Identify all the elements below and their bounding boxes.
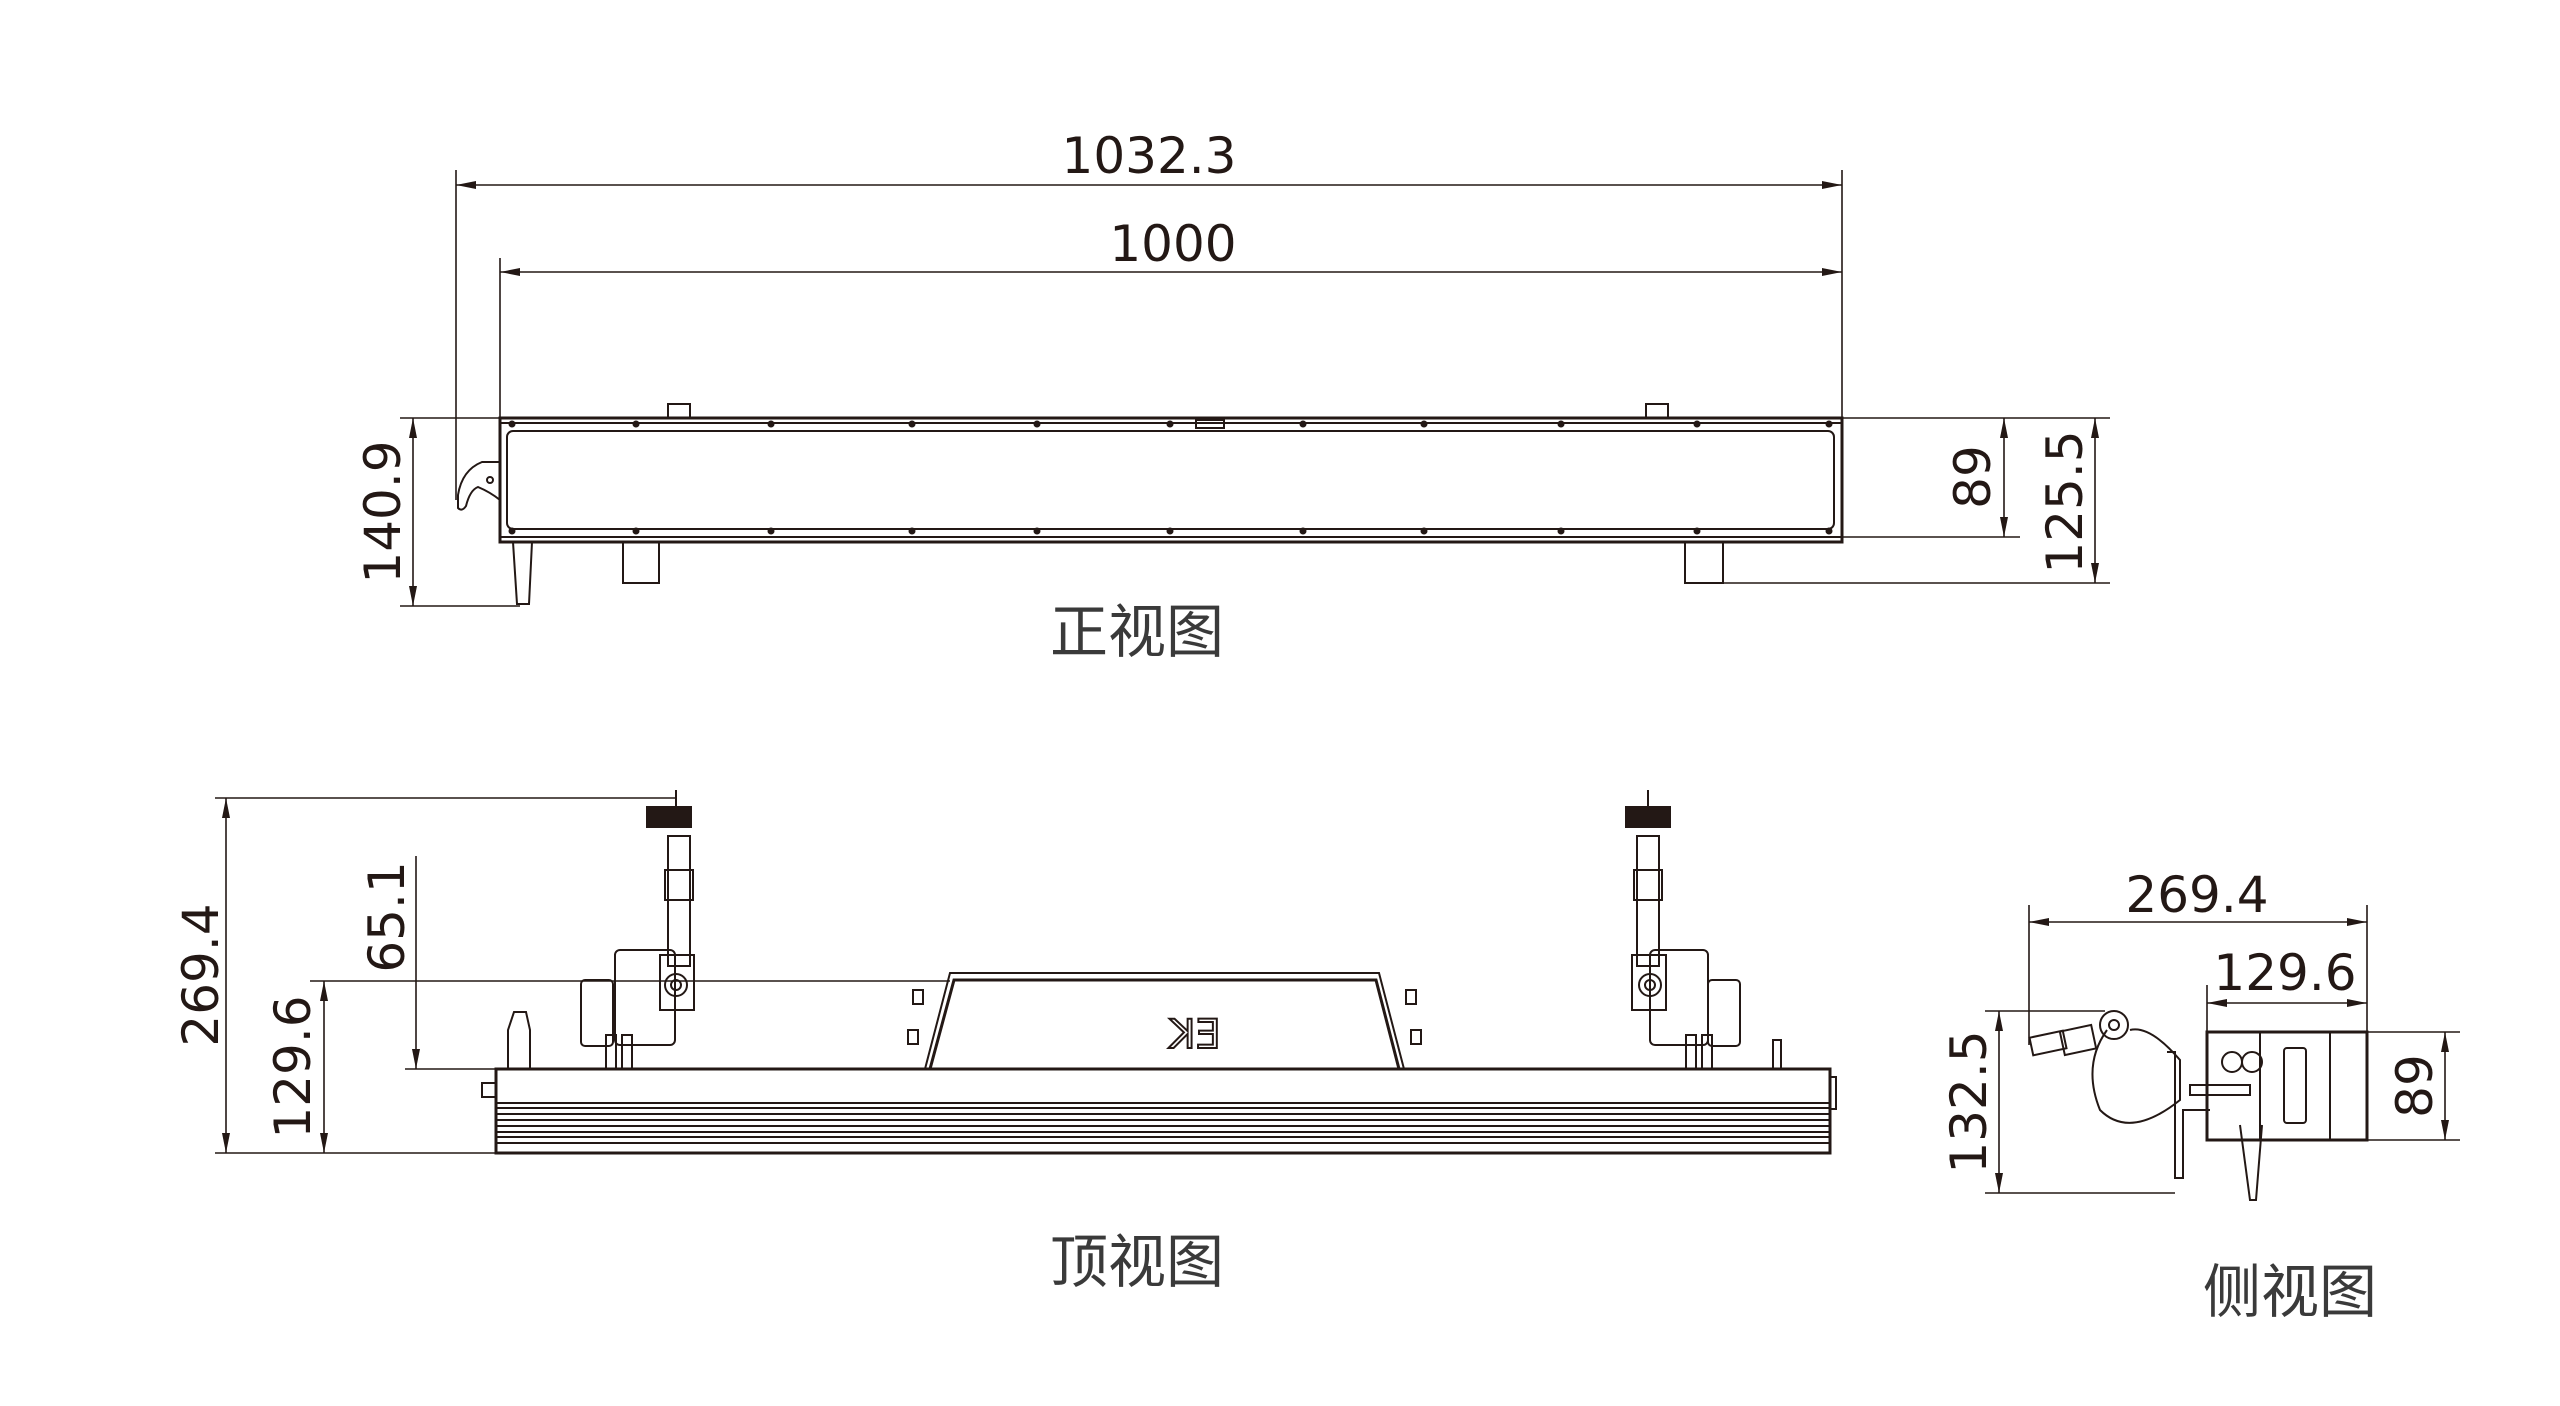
- dim-total-height: 140.9: [354, 417, 520, 607]
- dim-side-body-depth: 129.6: [2206, 944, 2367, 1032]
- dim-height-with-feet: 125.5: [1723, 418, 2110, 584]
- dim-label-side-269-4: 269.4: [2125, 866, 2268, 924]
- leg: [512, 541, 533, 605]
- bracket-right: [1625, 790, 1741, 1070]
- top-view: EK: [172, 790, 1837, 1296]
- dim-body-height: 89: [1842, 417, 2110, 538]
- clamp: [2028, 1010, 2263, 1201]
- side-view: 269.4 129.6 89 132.5 侧视图: [1940, 866, 2460, 1326]
- dim-label-side-132-5: 132.5: [1940, 1030, 1998, 1173]
- dim-label-side-129-6: 129.6: [2213, 944, 2356, 1002]
- dim-label-269-4: 269.4: [172, 903, 230, 1046]
- dim-body-length: 1000: [499, 215, 1842, 418]
- hook: [457, 461, 501, 511]
- dim-side-body-height: 89: [2367, 1031, 2460, 1141]
- dim-top-129-6: 129.6: [264, 980, 950, 1153]
- dim-side-total-height: 132.5: [1940, 1010, 2175, 1194]
- dim-side-total-depth: 269.4: [2028, 866, 2368, 1045]
- connector: [507, 1011, 531, 1069]
- bracket-left: [580, 790, 695, 1070]
- dim-label-1000: 1000: [1109, 215, 1236, 273]
- control-box: EK: [907, 972, 1422, 1071]
- dim-label-125-5: 125.5: [2036, 430, 2094, 573]
- dim-label-65-1: 65.1: [358, 861, 416, 972]
- side-view-label: 侧视图: [2203, 1258, 2377, 1326]
- screws: [508, 420, 1833, 535]
- dim-label-129-6: 129.6: [264, 995, 322, 1138]
- dim-label-side-89: 89: [2386, 1054, 2444, 1118]
- dim-label-140-9: 140.9: [354, 440, 412, 583]
- front-body: [457, 403, 1844, 605]
- dim-overall-length: 1032.3: [455, 127, 1843, 500]
- foot-left: [622, 541, 660, 584]
- top-body: [481, 1067, 1837, 1155]
- logo-ek: EK: [1167, 1012, 1220, 1058]
- top-view-label: 顶视图: [1050, 1228, 1224, 1296]
- dim-top-total-depth: 269.4: [172, 797, 676, 1154]
- foot-right: [1684, 541, 1724, 584]
- front-view-label: 正视图: [1050, 598, 1224, 666]
- front-view: 1032.3 1000: [354, 127, 2110, 666]
- dim-label-1032: 1032.3: [1062, 127, 1237, 185]
- dim-bracket-height: 65.1: [358, 856, 496, 1070]
- dim-label-89: 89: [1944, 445, 2002, 509]
